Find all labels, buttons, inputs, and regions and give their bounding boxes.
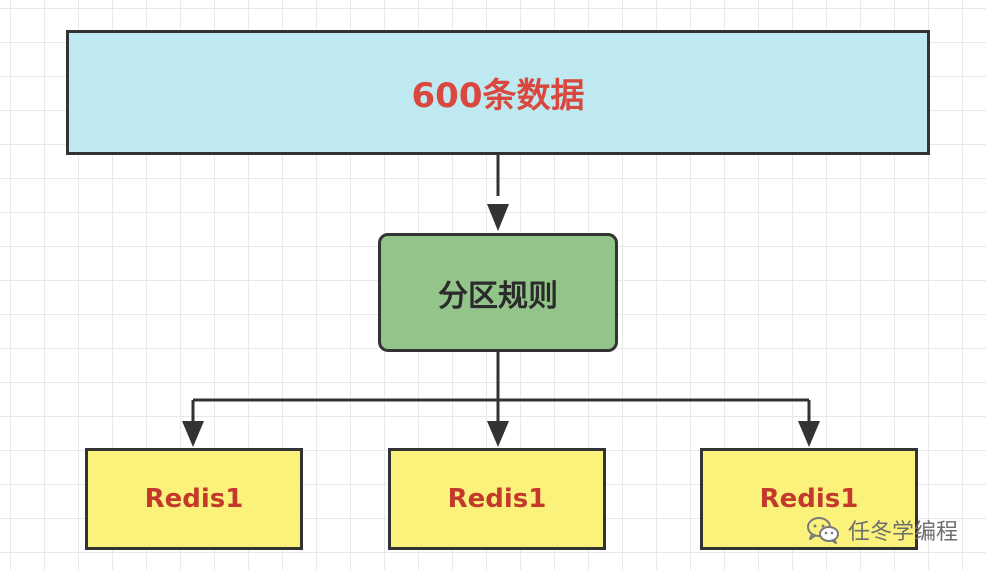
arrowhead-to-leaf-0 bbox=[182, 421, 204, 447]
target-node-3: Redis1 bbox=[700, 448, 918, 550]
watermark-text: 任冬学编程 bbox=[847, 520, 958, 545]
rule-node-label: 分区规则 bbox=[438, 278, 558, 314]
target-node-label: Redis1 bbox=[144, 484, 244, 514]
target-node-label: Redis1 bbox=[759, 484, 859, 514]
target-node-label: Redis1 bbox=[447, 484, 547, 514]
target-node-1: Redis1 bbox=[85, 448, 303, 550]
rule-node: 分区规则 bbox=[378, 233, 618, 352]
source-node: 600条数据 bbox=[66, 30, 930, 155]
target-node-2: Redis1 bbox=[388, 448, 606, 550]
source-node-label: 600条数据 bbox=[411, 76, 585, 116]
wechat-icon bbox=[806, 517, 839, 544]
watermark: 任冬学编程 bbox=[806, 514, 958, 546]
arrowhead-source-to-rule bbox=[487, 204, 509, 231]
arrowhead-to-leaf-2 bbox=[798, 421, 820, 447]
arrowhead-to-leaf-1 bbox=[487, 421, 509, 447]
